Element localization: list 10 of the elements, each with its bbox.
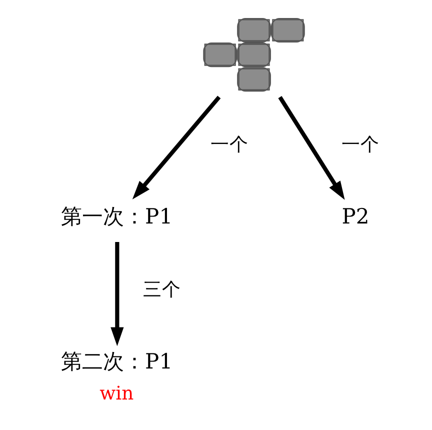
arrow [278, 96, 345, 200]
node-text: P2 [342, 204, 370, 229]
edge-label: 三个 [142, 279, 181, 300]
node-label: win [100, 384, 134, 405]
node-text: 第一次：P1 [61, 204, 173, 229]
node-text: 第二次：P1 [61, 348, 173, 374]
edge-label: 一个 [210, 134, 249, 156]
edge-label: 一个 [342, 134, 380, 156]
arrow [110, 242, 124, 346]
arrow [132, 96, 221, 200]
